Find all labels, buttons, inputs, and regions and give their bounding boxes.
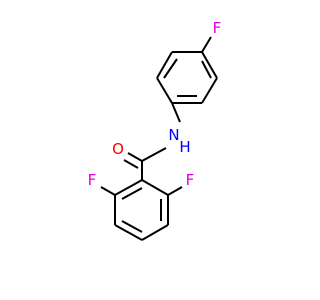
bond bbox=[201, 60, 212, 79]
fluorine-atom-right: F bbox=[186, 171, 195, 189]
fluorine-atom-top: F bbox=[213, 19, 222, 37]
bond bbox=[167, 186, 183, 196]
amide-hydrogen: H bbox=[179, 138, 190, 156]
bond bbox=[141, 179, 169, 196]
bond bbox=[114, 224, 143, 241]
amide-linkage bbox=[123, 102, 181, 180]
bond bbox=[127, 152, 143, 162]
bond bbox=[163, 58, 178, 79]
molecule-structure-canvas: F N H O F F bbox=[88, 19, 222, 241]
bond bbox=[201, 77, 218, 104]
fluorine-atom-left: F bbox=[88, 171, 97, 189]
bond bbox=[121, 187, 143, 200]
bond bbox=[201, 51, 218, 79]
lower-difluorophenyl-ring bbox=[100, 179, 183, 241]
bond bbox=[201, 36, 212, 53]
bond bbox=[114, 179, 143, 196]
bond bbox=[141, 147, 167, 162]
bond bbox=[156, 77, 173, 104]
bond bbox=[121, 220, 143, 233]
bond bbox=[141, 224, 169, 241]
bond bbox=[171, 102, 181, 123]
bond bbox=[100, 186, 116, 196]
bond bbox=[156, 51, 173, 79]
molecule-structure-diagram: F N H O F F bbox=[88, 19, 222, 241]
upper-fluorophenyl-ring bbox=[156, 36, 218, 104]
bond bbox=[123, 159, 139, 169]
nitrogen-atom: N bbox=[168, 126, 179, 144]
oxygen-atom: O bbox=[112, 140, 124, 158]
